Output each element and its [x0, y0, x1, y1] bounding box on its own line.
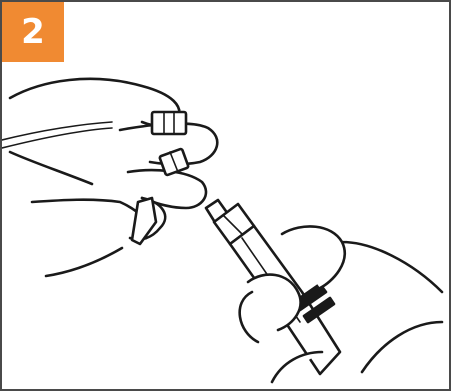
right-thumb	[248, 275, 301, 330]
cable-left-2	[2, 128, 112, 148]
cable-left	[2, 122, 112, 140]
step-number-badge: 2	[2, 2, 64, 62]
connector-head	[152, 112, 186, 134]
left-clip	[132, 198, 156, 244]
